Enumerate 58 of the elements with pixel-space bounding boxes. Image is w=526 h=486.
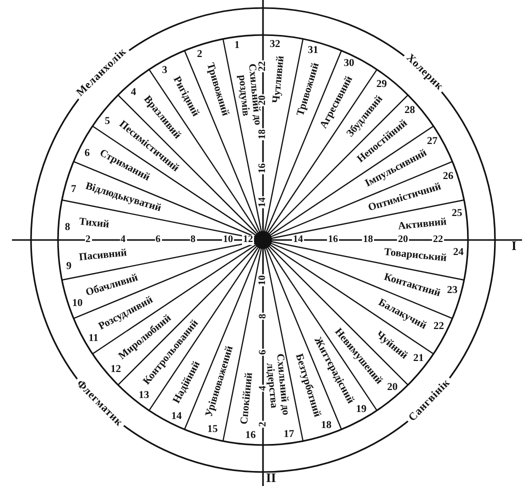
axis-numeral: II <box>266 471 276 485</box>
scale-number: 16 <box>258 162 268 174</box>
scale-number: 4 <box>120 234 126 245</box>
sector-number: 30 <box>344 58 354 70</box>
scale-number: 2 <box>258 420 268 428</box>
sector-number: 10 <box>72 298 83 309</box>
scale-number: 10 <box>222 234 234 245</box>
sector-number: 25 <box>452 208 462 220</box>
sector-number: 3 <box>162 65 168 76</box>
sector-number: 24 <box>453 246 464 258</box>
scale-number: 2 <box>84 234 92 245</box>
sector-number: 1 <box>234 40 240 52</box>
scale-number: 4 <box>258 384 268 392</box>
sector-number: 18 <box>320 420 332 431</box>
sector-number: 14 <box>171 410 182 422</box>
scale-number: 14 <box>292 234 304 245</box>
sector-number: 7 <box>71 184 76 196</box>
sector-number: 29 <box>376 78 387 90</box>
scale-number: 22 <box>432 234 444 245</box>
scale-number: 6 <box>154 234 162 245</box>
scale-number: 16 <box>327 234 339 245</box>
sector-number: 11 <box>88 332 98 344</box>
sector-number: 22 <box>434 320 444 332</box>
sector-number: 19 <box>356 404 366 415</box>
scale-number: 18 <box>362 234 374 245</box>
sector-number: 2 <box>197 49 202 60</box>
sector-number: 9 <box>66 260 72 272</box>
scale-number: 20 <box>397 234 409 245</box>
sector-number: 26 <box>442 171 454 182</box>
sector-number: 20 <box>387 382 398 393</box>
axis-numeral: I <box>512 239 517 253</box>
sector-number: 6 <box>84 148 90 160</box>
sector-number: 32 <box>270 38 280 50</box>
scale-number: 18 <box>258 128 268 140</box>
sector-number: 27 <box>426 136 438 148</box>
scale-number: 12 <box>242 234 254 245</box>
sector-number: 16 <box>245 430 256 442</box>
sector-number: 23 <box>446 284 458 296</box>
sector-number: 28 <box>404 104 416 116</box>
sector-number: 8 <box>64 222 70 234</box>
trait-label: Спокійний <box>239 372 256 425</box>
trait-label: Чутливий <box>270 56 286 104</box>
scale-number: 10 <box>258 274 268 286</box>
scale-number: 8 <box>190 234 196 245</box>
sector-number: 31 <box>308 45 318 56</box>
scale-number: 8 <box>258 312 268 320</box>
sector-number: 4 <box>130 87 136 98</box>
trait-label: Пасивний <box>78 248 128 264</box>
sector-number: 12 <box>110 364 121 376</box>
sector-number: 17 <box>284 428 294 440</box>
scale-number: 6 <box>258 348 268 356</box>
sector-number: 5 <box>104 116 110 127</box>
sector-number: 21 <box>413 353 424 364</box>
trait-label: Товариський <box>384 246 448 264</box>
trait-label: Активний <box>398 216 448 232</box>
trait-label: Тихий <box>78 216 110 230</box>
sector-number: 15 <box>207 424 218 435</box>
sector-number: 13 <box>138 390 150 402</box>
